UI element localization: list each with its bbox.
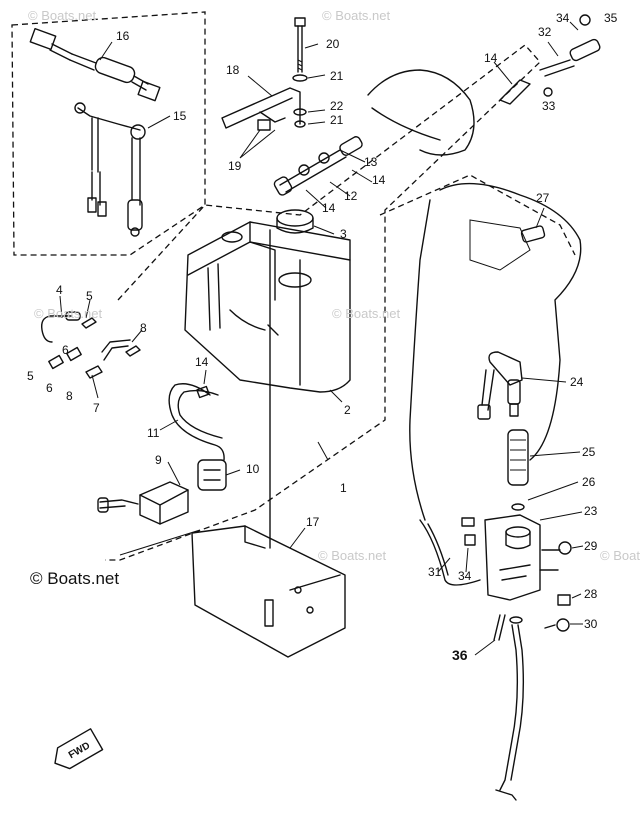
callout-30: 30 <box>584 617 598 631</box>
callout-22: 22 <box>330 99 344 113</box>
part-28-30-fittings <box>544 541 572 632</box>
part-31-hose <box>419 517 481 586</box>
part-2-fuel-tank <box>184 221 351 393</box>
engine-silhouette-right <box>409 182 582 521</box>
part-17-mounting-plate <box>191 229 346 658</box>
callout-27: 27 <box>536 191 550 205</box>
callout-32: 32 <box>538 25 552 39</box>
callout-labels: 1 2 3 4 5 5 6 6 7 8 8 9 10 11 12 13 14 1… <box>27 11 618 663</box>
fwd-direction-marker: FWD <box>54 728 104 770</box>
part-3-fuel-cap <box>276 209 314 288</box>
callout-35: 35 <box>604 11 618 25</box>
callout-31: 31 <box>428 565 442 579</box>
part-16-hose-connector <box>29 27 161 102</box>
callout-1: 1 <box>340 481 347 495</box>
part-10-filter <box>197 459 227 491</box>
callout-18: 18 <box>226 63 240 77</box>
callout-13: 13 <box>364 155 378 169</box>
assembly-boundary-upper <box>11 11 206 256</box>
callout-21a: 21 <box>330 69 344 83</box>
part-18-bracket <box>221 87 301 131</box>
leader-lines <box>59 21 584 656</box>
callout-9: 9 <box>155 453 162 467</box>
callout-14c: 14 <box>195 355 209 369</box>
part-13-hose <box>273 136 363 196</box>
watermarks: © Boats.net © Boats.net © Boats.net © Bo… <box>28 8 640 588</box>
callout-14d: 14 <box>484 51 498 65</box>
callout-14a: 14 <box>372 173 386 187</box>
callout-21b: 21 <box>330 113 344 127</box>
callout-24: 24 <box>570 375 584 389</box>
assembly-boundary-main <box>105 44 541 561</box>
part-23-oil-tank <box>484 514 561 601</box>
callout-17: 17 <box>306 515 320 529</box>
callout-33: 33 <box>542 99 556 113</box>
callout-11: 11 <box>147 426 160 440</box>
assembly-boundary-right <box>379 174 576 256</box>
part-27-plug <box>520 225 546 243</box>
callout-34b: 34 <box>458 569 472 583</box>
part-15-lead-wire <box>74 102 146 237</box>
callout-5a: 5 <box>86 289 93 303</box>
callout-23: 23 <box>584 504 598 518</box>
watermark-lower-right: © Boats.net <box>600 548 640 563</box>
watermark-top-right: © Boats.net <box>322 8 391 23</box>
callout-36: 36 <box>452 647 468 663</box>
callout-10: 10 <box>246 462 260 476</box>
callout-8b: 8 <box>66 389 73 403</box>
part-26-o-ring <box>511 503 525 511</box>
part-11-hose <box>168 383 225 461</box>
callout-34a: 34 <box>556 11 570 25</box>
callout-3: 3 <box>340 227 347 241</box>
callout-25: 25 <box>582 445 596 459</box>
callout-7: 7 <box>93 401 100 415</box>
callout-6a: 6 <box>46 381 53 395</box>
callout-16: 16 <box>116 29 130 43</box>
callout-12: 12 <box>344 189 358 203</box>
callout-15: 15 <box>173 109 187 123</box>
watermark-lower-center: © Boats.net <box>318 548 387 563</box>
callout-19: 19 <box>228 159 242 173</box>
part-36-pickup <box>493 614 525 801</box>
watermark-main: © Boats.net <box>30 569 119 588</box>
part-24-sender <box>477 351 523 420</box>
callout-14b: 14 <box>322 201 336 215</box>
callout-6b: 6 <box>62 343 69 357</box>
callout-2: 2 <box>344 403 351 417</box>
part-25-filter-element <box>507 429 529 486</box>
callout-28: 28 <box>584 587 598 601</box>
watermark-top-left: © Boats.net <box>28 8 97 23</box>
part-engine-outline <box>367 14 601 156</box>
callout-5b: 5 <box>27 369 34 383</box>
part-4-7-fittings <box>40 311 141 379</box>
callout-4: 4 <box>56 283 63 297</box>
callout-29: 29 <box>584 539 598 553</box>
callout-20: 20 <box>326 37 340 51</box>
watermark-mid-left: © Boats.net <box>34 306 103 321</box>
part-9-fuel-pump <box>97 481 189 525</box>
callout-8a: 8 <box>140 321 147 335</box>
watermark-mid-right: © Boats.net <box>332 306 401 321</box>
callout-26: 26 <box>582 475 596 489</box>
